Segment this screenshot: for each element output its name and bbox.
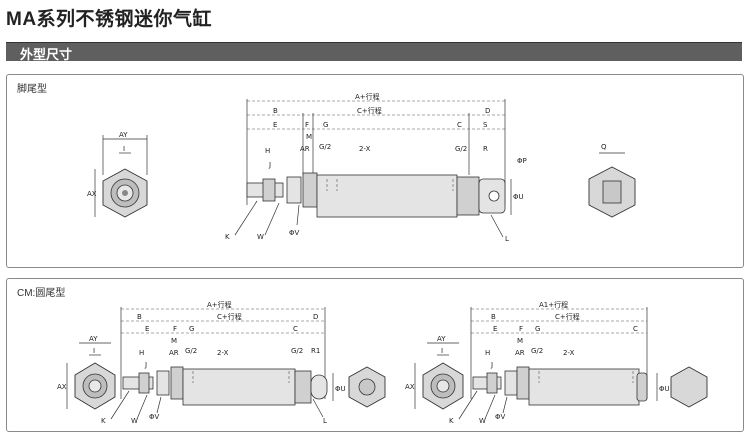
side-view-cylinder: A+行程 B C+行程 D E F G C S M AR G/2 2-X G/2… bbox=[225, 92, 527, 243]
dim-PhiP: ΦP bbox=[517, 157, 527, 165]
side-view-cylinder-1: A+行程 B C+行程 D E F G C M AR G/2 2-X G/2 R… bbox=[101, 300, 346, 425]
dim-C: C bbox=[457, 121, 462, 129]
dim-B-2: B bbox=[491, 313, 496, 321]
dim-K: K bbox=[225, 233, 230, 241]
front-view-hex-left: AY I AX bbox=[57, 335, 116, 410]
dim-PhiV: ΦV bbox=[289, 229, 300, 237]
front-view-hex: AY I AX bbox=[87, 131, 148, 218]
front-view-hex-right: AY I AX bbox=[405, 335, 464, 410]
dim-H: H bbox=[139, 349, 144, 357]
dim-F-2: F bbox=[519, 325, 523, 333]
dim-B: B bbox=[273, 107, 278, 115]
dim-G2-2: G/2 bbox=[531, 347, 543, 355]
section-label: 外型尺寸 bbox=[20, 47, 73, 62]
dim-M: M bbox=[171, 337, 177, 345]
dim-D: D bbox=[485, 107, 490, 115]
dim-Q: Q bbox=[601, 143, 607, 151]
dim-AR-2: AR bbox=[515, 349, 525, 357]
dim-F: F bbox=[173, 325, 177, 333]
section-header: 外型尺寸 bbox=[6, 42, 742, 62]
dim-AR: AR bbox=[300, 145, 310, 153]
dim-AY: AY bbox=[89, 335, 98, 343]
dim-B: B bbox=[137, 313, 142, 321]
dim-G-2: G bbox=[535, 325, 540, 333]
end-view-hex-2 bbox=[670, 366, 708, 408]
dim-2X: 2-X bbox=[359, 145, 371, 153]
dim-K-2: K bbox=[449, 417, 454, 425]
dim-L: L bbox=[505, 235, 509, 243]
dim-I: I bbox=[93, 347, 95, 355]
dim-S: S bbox=[483, 121, 488, 129]
dim-D: D bbox=[313, 313, 318, 321]
dim-W: W bbox=[131, 417, 138, 425]
drawing-clevis-type: AY I AX A+行程 B C+行程 D E F G C S M AR bbox=[87, 92, 636, 243]
dim-R1: R1 bbox=[311, 347, 320, 355]
dim-PhiU: ΦU bbox=[335, 385, 346, 393]
dim-M: M bbox=[306, 133, 312, 141]
dim-M-2: M bbox=[517, 337, 523, 345]
dim-AX: AX bbox=[57, 383, 67, 391]
dim-C: C bbox=[293, 325, 298, 333]
dim-C-stroke-2: C+行程 bbox=[555, 312, 580, 321]
dim-R: R bbox=[483, 145, 488, 153]
dim-L: L bbox=[323, 417, 327, 425]
dim-E-2: E bbox=[493, 325, 497, 333]
dim-G2: G/2 bbox=[185, 347, 197, 355]
dim-K: K bbox=[101, 417, 106, 425]
dim-PhiU-2: ΦU bbox=[659, 385, 670, 393]
dim-PhiV-2: ΦV bbox=[495, 413, 506, 421]
dim-AY: AY bbox=[119, 131, 128, 139]
dim-W: W bbox=[257, 233, 264, 241]
panel-label: 脚尾型 bbox=[17, 84, 47, 95]
dim-H-2: H bbox=[485, 349, 490, 357]
dim-C-stroke: C+行程 bbox=[357, 106, 382, 115]
dim-AY-right: AY bbox=[437, 335, 446, 343]
dim-2X: 2-X bbox=[217, 349, 229, 357]
dim-W-2: W bbox=[479, 417, 486, 425]
dim-PhiV: ΦV bbox=[149, 413, 160, 421]
dim-C-stroke: C+行程 bbox=[217, 312, 242, 321]
dim-H: H bbox=[265, 147, 270, 155]
dim-AX-right: AX bbox=[405, 383, 415, 391]
dim-PhiU: ΦU bbox=[513, 193, 524, 201]
dim-J: J bbox=[144, 361, 147, 369]
panel-round-end-type: CM:圆尾型 AY I AX A+行程 B C+行程 D E F G bbox=[6, 278, 744, 432]
dim-AR: AR bbox=[169, 349, 179, 357]
dim-J: J bbox=[268, 161, 271, 169]
dim-F: F bbox=[305, 121, 309, 129]
dim-G2-right: G/2 bbox=[291, 347, 303, 355]
panel-clevis-type: 脚尾型 AY I AX A+行程 bbox=[6, 74, 744, 268]
dim-C-2: C bbox=[633, 325, 638, 333]
panel-label: CM:圆尾型 bbox=[17, 288, 66, 299]
dim-AX: AX bbox=[87, 190, 97, 198]
dim-A1-stroke: A1+行程 bbox=[539, 300, 568, 309]
dim-E: E bbox=[273, 121, 277, 129]
end-view-hex-1 bbox=[348, 366, 386, 408]
dim-G2-right: G/2 bbox=[455, 145, 467, 153]
dim-G: G bbox=[323, 121, 328, 129]
dim-2X-2: 2-X bbox=[563, 349, 575, 357]
dim-G: G bbox=[189, 325, 194, 333]
dim-J-2: J bbox=[490, 361, 493, 369]
dim-E: E bbox=[145, 325, 149, 333]
dim-A-stroke: A+行程 bbox=[207, 300, 232, 309]
side-view-cylinder-2: A1+行程 B C+行程 E F G C M AR G/2 2-X H J ΦU bbox=[449, 300, 670, 425]
end-view-hex: Q bbox=[588, 143, 636, 218]
dim-G2: G/2 bbox=[319, 143, 331, 151]
drawing-round-end-type: AY I AX A+行程 B C+行程 D E F G C M AR G/2 2… bbox=[57, 300, 708, 425]
dim-A-stroke: A+行程 bbox=[355, 92, 380, 101]
page-title: MA系列不锈钢迷你气缸 bbox=[6, 9, 213, 30]
dim-I: I bbox=[123, 145, 125, 153]
dim-I-right: I bbox=[441, 347, 443, 355]
